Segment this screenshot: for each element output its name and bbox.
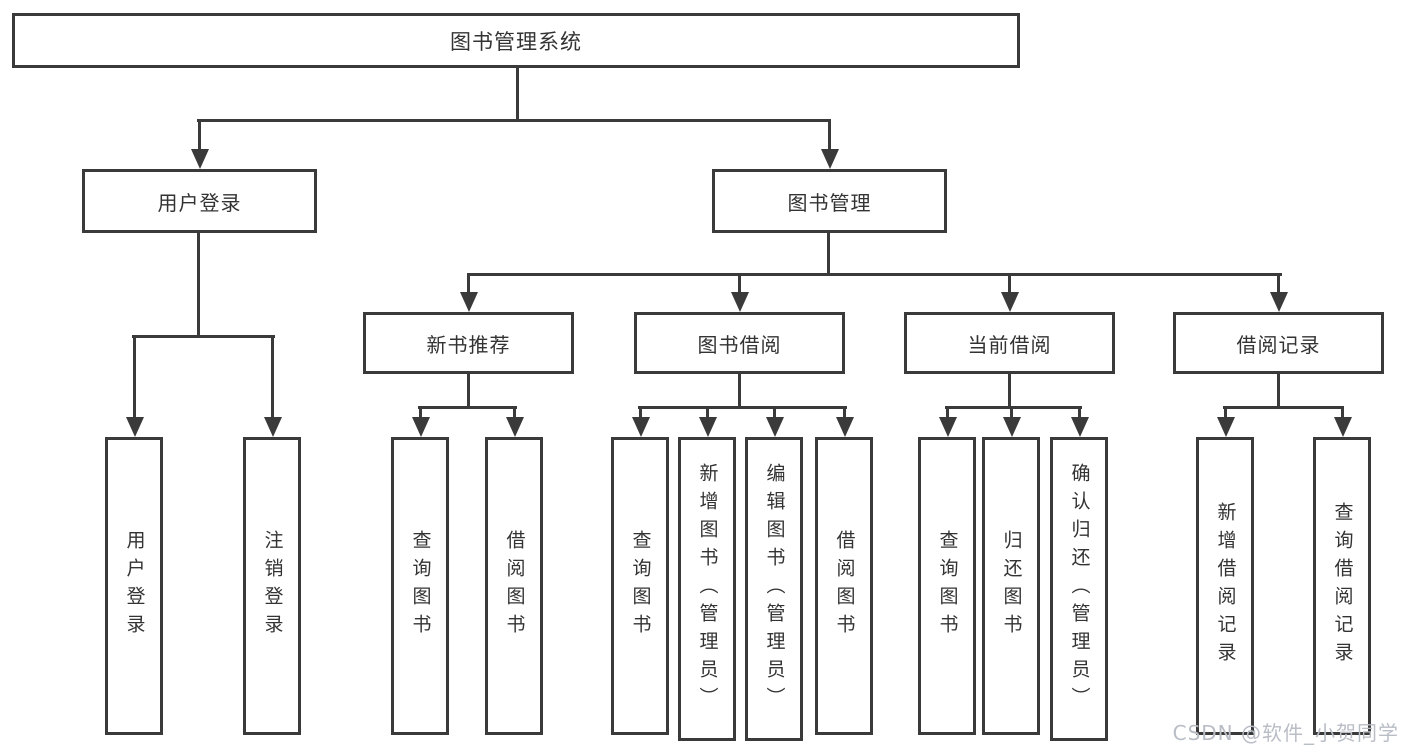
connector-new-book-branch bbox=[418, 406, 517, 409]
arrow-to-borrow-records bbox=[1269, 273, 1288, 312]
node-root-label: 图书管理系统 bbox=[450, 29, 582, 54]
leaf-records-query-label: 查询借阅记录 bbox=[1331, 502, 1354, 670]
leaf-records-query: 查询借阅记录 bbox=[1313, 437, 1371, 735]
node-borrow-records-label: 借阅记录 bbox=[1236, 332, 1321, 357]
leaf-newbook-borrow-label: 借阅图书 bbox=[503, 530, 526, 642]
arrow-to-new-book-recommend bbox=[459, 273, 478, 312]
arrow-to-current-borrow bbox=[1000, 273, 1019, 312]
connector-level3-branch bbox=[467, 273, 1282, 276]
node-user-login: 用户登录 bbox=[82, 169, 317, 233]
arrow-to-book-management bbox=[820, 119, 839, 169]
leaf-borrow-edit-admin-label: 编辑图书（管理员） bbox=[763, 463, 786, 715]
leaf-borrow-add-admin: 新增图书（管理员） bbox=[678, 437, 736, 741]
leaf-logout-label: 注销登录 bbox=[261, 530, 284, 642]
node-current-borrow: 当前借阅 bbox=[904, 312, 1115, 374]
leaf-current-query-label: 查询图书 bbox=[936, 530, 959, 642]
connector-current-borrow-branch bbox=[945, 406, 1082, 409]
connector-root-stem bbox=[516, 68, 519, 122]
connector-user-branch bbox=[132, 335, 275, 338]
arrow-to-user-login bbox=[190, 119, 209, 169]
arrow-to-records-query bbox=[1333, 406, 1352, 437]
connector-book-borrow-branch bbox=[638, 406, 847, 409]
connector-new-book-stem bbox=[467, 374, 470, 409]
leaf-newbook-query: 查询图书 bbox=[391, 437, 449, 735]
leaf-newbook-borrow: 借阅图书 bbox=[485, 437, 543, 735]
arrow-to-current-query bbox=[938, 406, 957, 437]
node-book-borrow: 图书借阅 bbox=[634, 312, 845, 374]
arrow-to-borrow-edit bbox=[765, 406, 784, 437]
arrow-to-records-add bbox=[1216, 406, 1235, 437]
arrow-to-book-borrow bbox=[730, 273, 749, 312]
connector-book-borrow-stem bbox=[738, 374, 741, 409]
node-book-borrow-label: 图书借阅 bbox=[697, 332, 782, 357]
node-book-management: 图书管理 bbox=[712, 169, 947, 233]
arrow-to-borrow-query bbox=[631, 406, 650, 437]
arrow-to-newbook-query bbox=[411, 406, 430, 437]
leaf-current-confirm-admin: 确认归还（管理员） bbox=[1050, 437, 1108, 741]
leaf-user-login-label: 用户登录 bbox=[123, 530, 146, 642]
connector-user-login-stem bbox=[197, 233, 200, 338]
node-new-book-recommend: 新书推荐 bbox=[363, 312, 574, 374]
connector-borrow-records-stem bbox=[1277, 374, 1280, 409]
node-borrow-records: 借阅记录 bbox=[1173, 312, 1384, 374]
arrow-to-leaf-logout bbox=[263, 335, 282, 437]
leaf-records-add-label: 新增借阅记录 bbox=[1214, 502, 1237, 670]
node-book-management-label: 图书管理 bbox=[787, 190, 872, 215]
leaf-borrow-edit-admin: 编辑图书（管理员） bbox=[745, 437, 803, 741]
connector-level2-branch bbox=[197, 119, 831, 122]
arrow-to-current-return bbox=[1002, 406, 1021, 437]
leaf-logout: 注销登录 bbox=[243, 437, 301, 735]
leaf-borrow-query-label: 查询图书 bbox=[629, 530, 652, 642]
csdn-watermark: CSDN @软件_小贺同学 bbox=[1172, 721, 1399, 745]
connector-book-management-stem bbox=[827, 233, 830, 276]
arrow-to-current-confirm bbox=[1070, 406, 1089, 437]
leaf-records-add: 新增借阅记录 bbox=[1196, 437, 1254, 735]
leaf-user-login: 用户登录 bbox=[105, 437, 163, 735]
leaf-borrow-query: 查询图书 bbox=[611, 437, 669, 735]
connector-borrow-records-branch bbox=[1223, 406, 1344, 409]
arrow-to-leaf-user-login bbox=[125, 335, 144, 437]
leaf-current-confirm-admin-label: 确认归还（管理员） bbox=[1068, 463, 1091, 715]
arrow-to-borrow-add bbox=[698, 406, 717, 437]
connector-current-borrow-stem bbox=[1008, 374, 1011, 409]
leaf-borrow-add-admin-label: 新增图书（管理员） bbox=[696, 463, 719, 715]
node-current-borrow-label: 当前借阅 bbox=[967, 332, 1052, 357]
node-root: 图书管理系统 bbox=[12, 13, 1020, 68]
leaf-newbook-query-label: 查询图书 bbox=[409, 530, 432, 642]
arrow-to-newbook-borrow bbox=[505, 406, 524, 437]
leaf-current-query: 查询图书 bbox=[918, 437, 976, 735]
node-user-login-label: 用户登录 bbox=[157, 190, 242, 215]
leaf-current-return-label: 归还图书 bbox=[1000, 530, 1023, 642]
leaf-borrow-borrow-label: 借阅图书 bbox=[833, 530, 856, 642]
leaf-borrow-borrow: 借阅图书 bbox=[815, 437, 873, 735]
leaf-current-return: 归还图书 bbox=[982, 437, 1040, 735]
arrow-to-borrow-borrow bbox=[835, 406, 854, 437]
node-new-book-recommend-label: 新书推荐 bbox=[426, 332, 511, 357]
